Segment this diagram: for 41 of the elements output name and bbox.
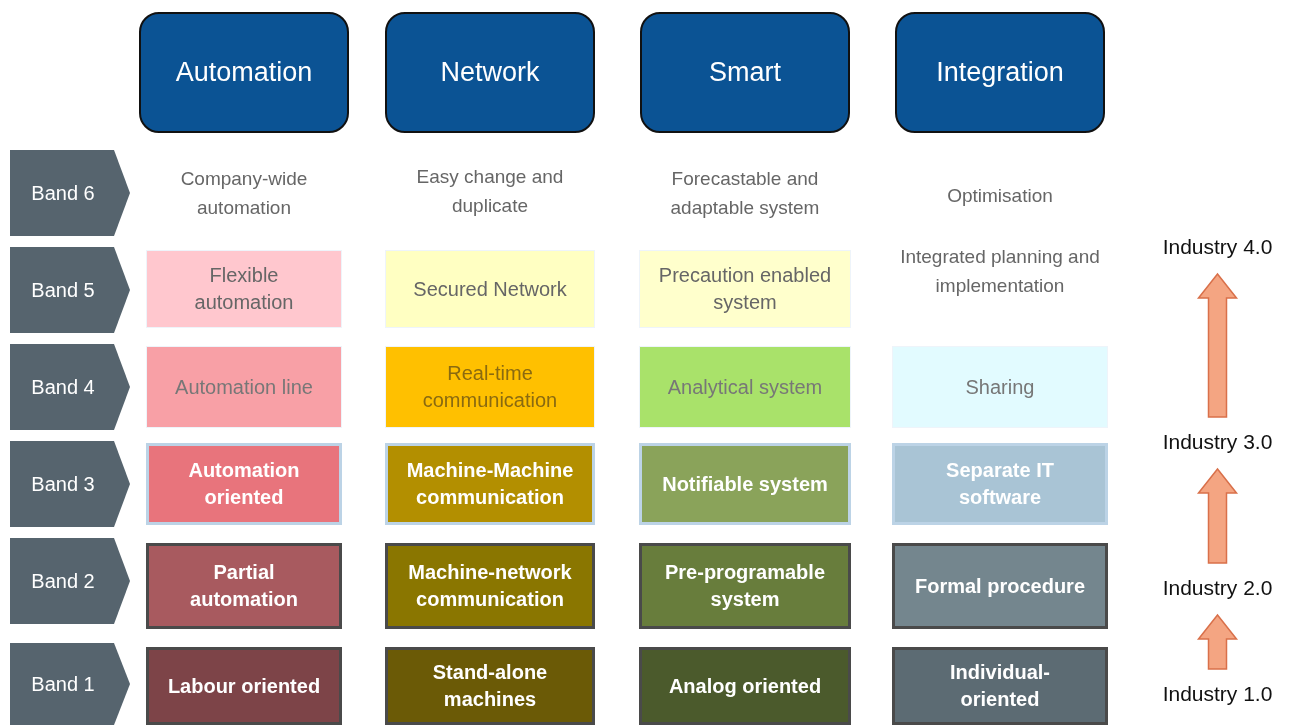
level-box: Real-time communication (385, 346, 595, 428)
level-box: Machine-Machine communication (385, 443, 595, 525)
industry-label: Industry 3.0 (1162, 428, 1273, 455)
level-description: Integrated planning and implementation (899, 245, 1101, 298)
industry-label: Industry 2.0 (1162, 574, 1273, 601)
level-box: Flexible automation (146, 250, 342, 328)
level-description: Company-wide automation (179, 167, 309, 220)
category-header: Automation (139, 12, 349, 133)
level-box: Automation oriented (146, 443, 342, 525)
level-box: Formal procedure (892, 543, 1108, 629)
band-tag: Band 1 (10, 643, 130, 725)
level-box: Notifiable system (639, 443, 851, 525)
band-tag: Band 4 (10, 344, 130, 430)
level-box: Labour oriented (146, 647, 342, 725)
level-box: Analog oriented (639, 647, 851, 725)
band-tag: Band 3 (10, 441, 130, 527)
level-box: Pre-programable system (639, 543, 851, 629)
level-description: Optimisation (946, 184, 1054, 208)
level-box: Precaution enabled system (639, 250, 851, 328)
industry-label: Industry 1.0 (1162, 680, 1273, 707)
industry-label: Industry 4.0 (1162, 233, 1273, 260)
level-box: Secured Network (385, 250, 595, 328)
block-arrow (1196, 613, 1239, 670)
category-header: Integration (895, 12, 1105, 133)
band-tag: Band 6 (10, 150, 130, 236)
level-box: Stand-alone machines (385, 647, 595, 725)
level-box: Sharing (892, 346, 1108, 428)
level-box: Separate IT software (892, 443, 1108, 525)
category-header: Network (385, 12, 595, 133)
block-arrow (1196, 272, 1239, 418)
level-box: Individual-oriented (892, 647, 1108, 725)
band-tag: Band 5 (10, 247, 130, 333)
level-description: Forecastable and adaptable system (669, 167, 821, 220)
level-box: Automation line (146, 346, 342, 428)
band-tag: Band 2 (10, 538, 130, 624)
level-box: Partial automation (146, 543, 342, 629)
category-header: Smart (640, 12, 850, 133)
level-box: Analytical system (639, 346, 851, 428)
block-arrow (1196, 467, 1239, 564)
level-box: Machine-network communication (385, 543, 595, 629)
level-description: Easy change and duplicate (415, 165, 565, 218)
